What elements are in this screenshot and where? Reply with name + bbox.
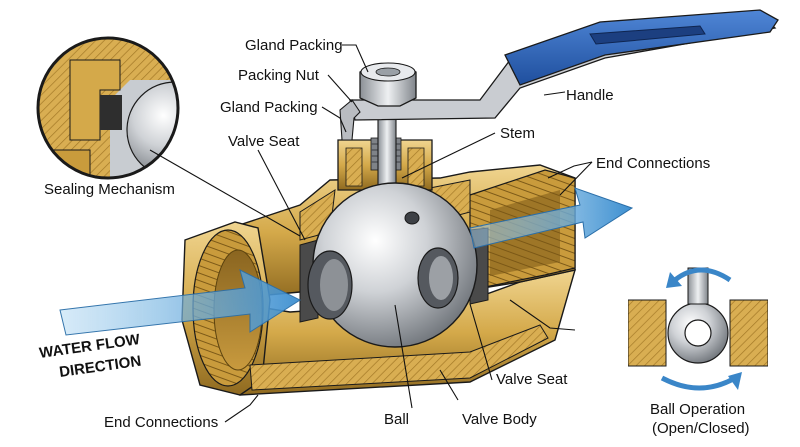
label-ball: Ball (384, 411, 409, 428)
handle[interactable] (339, 9, 779, 141)
label-valve-seat-bottom: Valve Seat (496, 371, 568, 388)
label-ball-operation-line1: Ball Operation (650, 401, 745, 418)
leader-lines (149, 44, 593, 423)
ball-operation-inset (628, 267, 768, 391)
label-ball-operation-line2: (Open/Closed) (652, 420, 750, 437)
sealing-mechanism-inset (36, 36, 180, 180)
packing-nut (359, 62, 417, 107)
label-stem: Stem (500, 125, 535, 142)
flow-arrow-out (469, 187, 634, 249)
rotation-arrow-top (673, 267, 732, 283)
ball (307, 182, 478, 348)
label-valve-seat-top: Valve Seat (228, 133, 300, 150)
label-end-connections-bottom: End Connections (104, 414, 218, 431)
label-gland-packing: Gland Packing (220, 99, 318, 116)
flow-arrow-in (59, 269, 302, 336)
label-valve-body: Valve Body (462, 411, 537, 428)
label-packing-nut: Packing Nut (238, 67, 320, 84)
label-sealing-mechanism: Sealing Mechanism (44, 181, 175, 198)
label-gland-packing-top: Gland Packing (245, 37, 343, 54)
handle-grip[interactable] (504, 9, 779, 86)
label-end-connections-right: End Connections (596, 155, 710, 172)
label-handle: Handle (566, 87, 614, 104)
rotation-arrow-bottom (660, 375, 737, 391)
